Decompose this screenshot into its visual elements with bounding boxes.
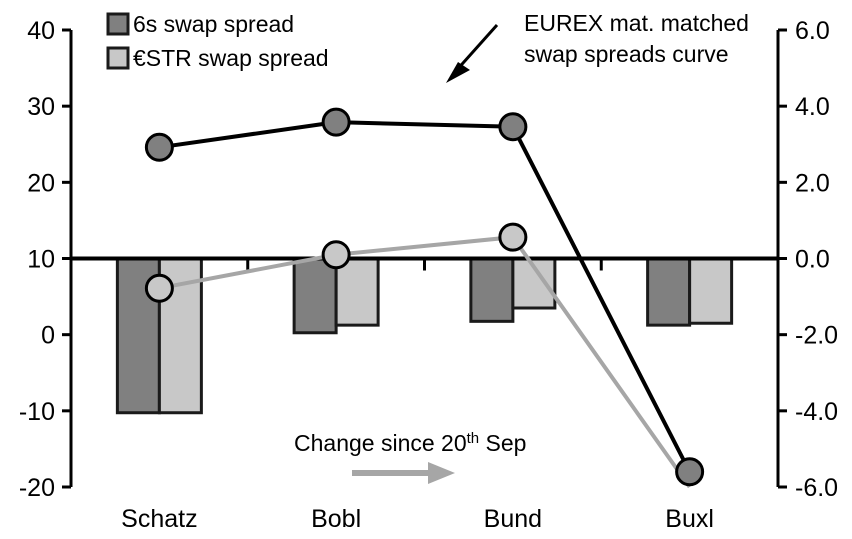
legend-label: 6s swap spread — [133, 11, 294, 37]
line-path — [159, 120, 692, 473]
legend-swatch — [106, 46, 130, 70]
eurex-arrow-head — [446, 62, 470, 83]
bar — [469, 257, 515, 323]
category-label: Bund — [484, 505, 542, 533]
legend-label: €STR swap spread — [133, 45, 329, 71]
right-axis-tick-label: 0.0 — [795, 246, 830, 274]
change-annotation-main: Change since 20 — [294, 430, 467, 456]
annotations: EUREX mat. matched swap spreads curveChan… — [294, 10, 749, 484]
left-axis-tick-label: 10 — [27, 246, 55, 274]
left-axis-tick-label: 0 — [41, 322, 55, 350]
line-marker — [321, 240, 351, 270]
eurex-annotation-line1: EUREX mat. matched — [524, 10, 749, 36]
line-marker — [321, 107, 351, 137]
chart-legend: 6s swap spread €STR swap spread — [106, 11, 329, 71]
eurex-arrow-shaft — [453, 24, 499, 73]
left-axis-tick-label: 20 — [27, 169, 55, 197]
bar-series-group — [115, 257, 734, 415]
left-axis: 40 30 20 10 0 -10 -20 — [19, 17, 73, 502]
line-marker — [498, 222, 528, 252]
bar — [292, 257, 338, 335]
change-arrow-head — [428, 462, 455, 484]
right-axis-tick-label: 2.0 — [795, 169, 830, 197]
right-axis-tick-label: 4.0 — [795, 93, 830, 121]
change-annotation-tail: Sep — [479, 430, 526, 456]
bar — [646, 257, 692, 327]
line-marker — [144, 132, 174, 162]
line-marker — [498, 112, 528, 142]
category-label: Bobl — [311, 505, 361, 533]
line-marker — [144, 273, 174, 303]
left-axis-tick-label: -10 — [19, 398, 55, 426]
x-axis — [69, 258, 780, 271]
right-axis-tick-label: 6.0 — [795, 17, 830, 45]
right-axis: 6.0 4.0 2.0 0.0 -2.0 -4.0 -6.0 — [776, 17, 838, 502]
left-axis-tick-label: 30 — [27, 93, 55, 121]
category-label: Schatz — [121, 505, 197, 533]
bar — [688, 257, 734, 325]
category-labels: Schatz Bobl Bund Buxl — [121, 505, 714, 533]
change-annotation: Change since 20th Sep — [294, 430, 526, 456]
right-axis-tick-label: -4.0 — [795, 398, 838, 426]
left-axis-tick-label: 40 — [27, 17, 55, 45]
line-series-group — [144, 107, 705, 489]
left-axis-tick-label: -20 — [19, 474, 55, 502]
line-path — [159, 235, 692, 489]
bar — [334, 257, 380, 327]
category-label: Buxl — [665, 505, 714, 533]
line-marker — [675, 457, 705, 487]
right-axis-tick-label: -6.0 — [795, 474, 838, 502]
change-annotation-superscript: th — [467, 430, 480, 447]
legend-swatch — [106, 12, 130, 36]
right-axis-tick-label: -2.0 — [795, 322, 838, 350]
eurex-annotation-line2: swap spreads curve — [524, 41, 729, 67]
